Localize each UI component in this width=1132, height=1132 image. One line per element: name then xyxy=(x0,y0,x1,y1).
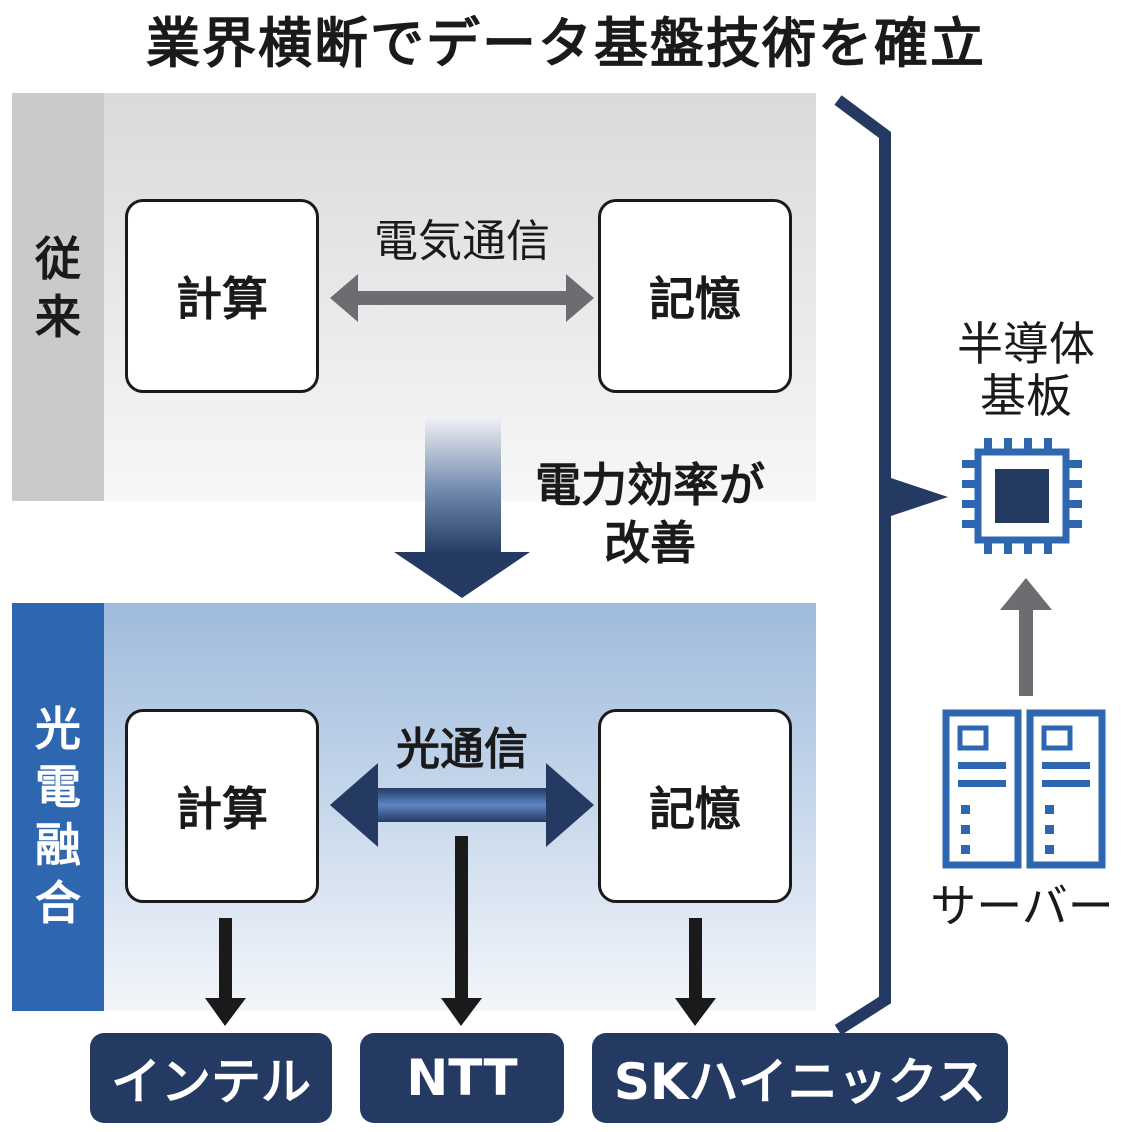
photonic-label-char-1: 光 xyxy=(35,702,81,756)
electric-link-label: 電気通信 xyxy=(374,216,550,267)
improvement-label-line-1: 電力効率が xyxy=(535,458,765,512)
electric-link-arrow xyxy=(330,274,594,322)
improvement-down-arrow xyxy=(394,416,530,598)
conventional-label: 従 来 xyxy=(12,230,104,346)
conventional-side-bar xyxy=(12,93,104,501)
company-arrows xyxy=(205,836,716,1026)
conventional-memory-box: 記憶 xyxy=(598,199,792,393)
optical-link-arrow xyxy=(330,763,594,847)
company-sk-hynix: SKハイニックス xyxy=(592,1033,1008,1123)
semiconductor-label: 半導体 基板 xyxy=(926,318,1126,422)
improvement-label-line-2: 改善 xyxy=(604,516,696,570)
server-to-chip-arrow xyxy=(1000,578,1052,696)
photonic-label: 光 電 融 合 xyxy=(12,700,104,932)
company-intel: インテル xyxy=(90,1033,332,1123)
optical-link-label: 光通信 xyxy=(396,724,528,775)
conventional-label-char-1: 従 xyxy=(35,232,81,286)
chip-icon xyxy=(962,438,1082,554)
improvement-label: 電力効率が 改善 xyxy=(500,456,800,572)
photonic-memory-box: 記憶 xyxy=(598,709,792,903)
photonic-label-char-4: 合 xyxy=(35,876,81,930)
photonic-label-char-2: 電 xyxy=(35,760,81,814)
photonic-label-char-3: 融 xyxy=(35,818,81,872)
semiconductor-label-line-1: 半導体 xyxy=(957,317,1095,371)
server-icon xyxy=(942,709,1106,869)
bracket xyxy=(834,95,948,1036)
photonic-compute-box: 計算 xyxy=(125,709,319,903)
conventional-label-char-2: 来 xyxy=(35,290,81,344)
conventional-compute-box: 計算 xyxy=(125,199,319,393)
semiconductor-label-line-2: 基板 xyxy=(980,369,1072,423)
photonic-side-bar xyxy=(12,603,104,1011)
company-ntt: NTT xyxy=(360,1033,564,1123)
server-label: サーバー xyxy=(930,879,1114,933)
diagram-title: 業界横断でデータ基盤技術を確立 xyxy=(146,12,986,75)
